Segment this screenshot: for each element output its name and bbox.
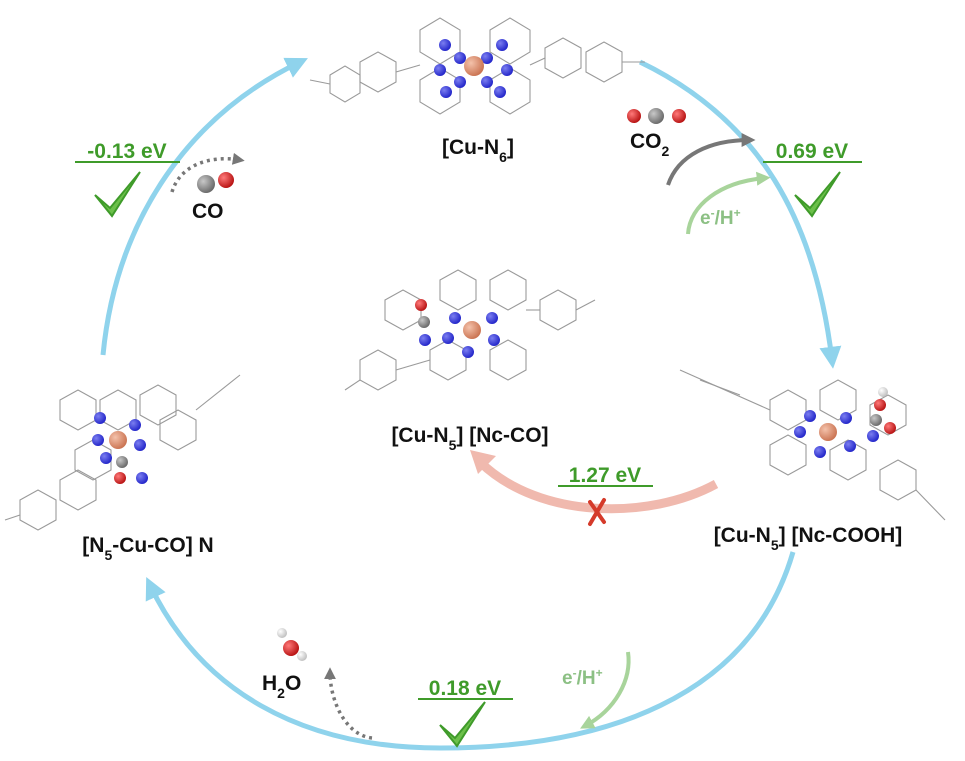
cycle-arrow-bottom <box>145 551 796 751</box>
eh-arrow-bottom-right <box>580 651 631 729</box>
co2-label: CO2 <box>630 130 670 159</box>
co-molecule <box>197 172 234 193</box>
cross-icon <box>588 498 606 526</box>
cycle-arrow-top-left <box>100 57 308 356</box>
check-icon <box>94 171 141 218</box>
h2o-molecule <box>277 628 307 661</box>
cycle-arrow-top-right <box>638 59 842 369</box>
atoms-n5-cu-co-n <box>92 412 148 484</box>
energy-label-co-desorption: -0.13 eV <box>87 140 166 163</box>
molecule-cu-n5-nc-cooh <box>679 369 946 521</box>
structure-label-cu-n5-nc-co: [Cu-N5] [Nc-CO] <box>391 424 548 453</box>
molecule-n5-cu-co-n <box>4 374 241 531</box>
structure-label-cu-n5-nc-cooh: [Cu-N5] [Nc-COOH] <box>714 524 903 553</box>
proton-electron-label-bottom: e-/H+ <box>562 666 603 689</box>
check-icon <box>794 171 841 218</box>
energy-label-blocked: 1.27 eV <box>569 464 641 487</box>
energy-label-cooh-formation: 0.69 eV <box>776 140 848 163</box>
eh-arrow-top-right <box>686 171 771 235</box>
co-desorption-arrow <box>170 152 245 193</box>
co2-molecule <box>627 108 686 124</box>
h2o-label: H2O <box>262 672 301 701</box>
structure-label-n5-cu-co-n: [N5-Cu-CO] N <box>82 534 213 563</box>
co-label: CO <box>192 200 224 223</box>
atoms-cu-n5-nc-co <box>415 299 500 358</box>
atoms-cu-n5-nc-cooh <box>794 387 896 458</box>
structure-label-cu-n6: [Cu-N6] <box>442 136 514 165</box>
molecule-cu-n6 <box>309 17 645 115</box>
blocked-pathway-arrowhead <box>470 450 496 474</box>
atoms-cu-n6 <box>434 39 513 98</box>
h2o-desorption-arrow <box>324 667 373 740</box>
energy-label-h2o-release: 0.18 eV <box>429 677 501 700</box>
proton-electron-label-top: e-/H+ <box>700 206 741 229</box>
check-icon <box>439 701 486 748</box>
co2-adsorption-arrow <box>666 133 756 186</box>
